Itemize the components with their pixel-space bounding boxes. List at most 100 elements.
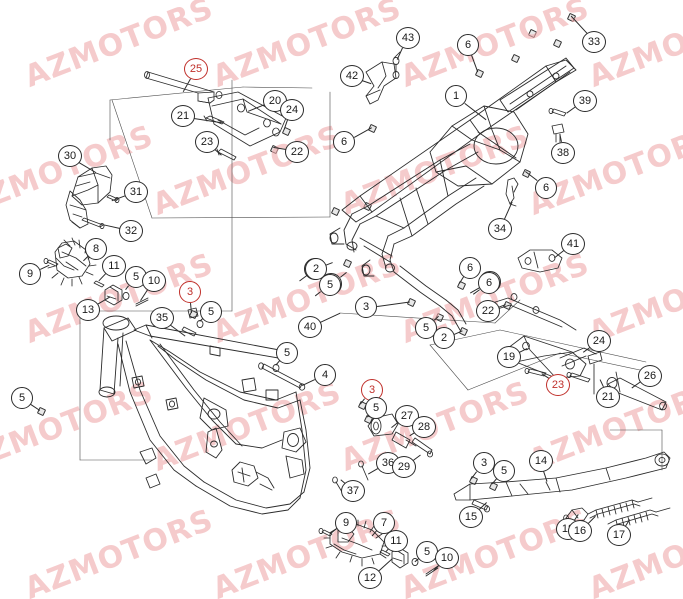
callout-43[interactable]: 43 bbox=[396, 27, 420, 49]
part-19-linkage-arm bbox=[507, 335, 597, 379]
callout-5[interactable]: 5 bbox=[415, 317, 437, 339]
callout-leader-line bbox=[473, 288, 481, 294]
callout-5[interactable]: 5 bbox=[365, 397, 387, 419]
callout-4[interactable]: 4 bbox=[314, 364, 336, 386]
part-10-cotter-pin bbox=[135, 297, 149, 307]
callout-11[interactable]: 11 bbox=[384, 530, 408, 552]
callout-30[interactable]: 30 bbox=[58, 145, 82, 167]
callout-leader-line bbox=[103, 224, 121, 229]
part-5-washer-c bbox=[272, 363, 280, 373]
callout-leader-line bbox=[504, 202, 513, 220]
callout-14[interactable]: 14 bbox=[529, 450, 553, 472]
callout-7[interactable]: 7 bbox=[373, 512, 395, 534]
callout-21[interactable]: 21 bbox=[596, 386, 620, 408]
callout-37[interactable]: 37 bbox=[341, 480, 365, 502]
callout-5[interactable]: 5 bbox=[416, 541, 438, 563]
callout-9[interactable]: 9 bbox=[335, 512, 357, 534]
callout-6[interactable]: 6 bbox=[478, 272, 500, 294]
callout-leader-line bbox=[353, 127, 372, 138]
callout-leader-line bbox=[378, 558, 393, 572]
callout-17[interactable]: 17 bbox=[607, 524, 631, 546]
callout-10[interactable]: 10 bbox=[435, 547, 459, 569]
callout-23[interactable]: 23 bbox=[195, 131, 219, 153]
callout-5[interactable]: 5 bbox=[200, 301, 222, 323]
part-5-washer-d bbox=[196, 319, 204, 329]
callout-5[interactable]: 5 bbox=[125, 266, 147, 288]
part-16-spring bbox=[587, 497, 653, 519]
callout-3[interactable]: 3 bbox=[179, 281, 201, 303]
callout-13[interactable]: 13 bbox=[76, 299, 100, 321]
callout-5[interactable]: 5 bbox=[493, 460, 515, 482]
callout-32[interactable]: 32 bbox=[119, 220, 143, 242]
callout-24[interactable]: 24 bbox=[280, 99, 304, 121]
callout-leader-line bbox=[301, 378, 316, 386]
callout-5[interactable]: 5 bbox=[11, 387, 33, 409]
callout-11[interactable]: 11 bbox=[102, 255, 126, 277]
callout-10[interactable]: 10 bbox=[142, 270, 166, 292]
callout-leader-line bbox=[319, 313, 341, 324]
callout-leader-line bbox=[543, 471, 548, 483]
callout-12[interactable]: 12 bbox=[358, 567, 382, 589]
callout-leader-line bbox=[39, 264, 50, 271]
callout-22[interactable]: 22 bbox=[476, 300, 500, 322]
callout-5[interactable]: 5 bbox=[276, 342, 298, 364]
callout-2[interactable]: 2 bbox=[305, 258, 327, 280]
callout-2[interactable]: 2 bbox=[433, 327, 455, 349]
part-31-bolt bbox=[106, 194, 120, 204]
callout-16[interactable]: 16 bbox=[568, 520, 592, 542]
callout-15[interactable]: 15 bbox=[459, 506, 483, 528]
callout-26[interactable]: 26 bbox=[638, 365, 662, 387]
callout-leader-line bbox=[558, 133, 562, 143]
callout-34[interactable]: 34 bbox=[488, 218, 512, 240]
callout-leader-line bbox=[471, 471, 478, 479]
group-box-sidestand bbox=[609, 429, 663, 471]
callout-25[interactable]: 25 bbox=[184, 58, 208, 80]
callout-5[interactable]: 5 bbox=[319, 274, 341, 296]
callout-35[interactable]: 35 bbox=[150, 307, 174, 329]
callout-39[interactable]: 39 bbox=[573, 90, 597, 112]
callout-leader-line bbox=[569, 15, 588, 34]
callout-leader-line bbox=[193, 117, 222, 123]
callout-3[interactable]: 3 bbox=[473, 452, 495, 474]
callout-leader-line bbox=[329, 527, 337, 533]
callout-6[interactable]: 6 bbox=[535, 177, 557, 199]
callout-31[interactable]: 31 bbox=[124, 181, 148, 203]
callout-leader-line bbox=[362, 79, 372, 84]
callout-leader-line bbox=[78, 161, 97, 173]
callout-leader-line bbox=[470, 55, 478, 73]
callout-6[interactable]: 6 bbox=[457, 34, 479, 56]
callout-leader-line bbox=[339, 272, 347, 278]
callout-23[interactable]: 23 bbox=[546, 374, 570, 396]
callout-6[interactable]: 6 bbox=[459, 257, 481, 279]
callout-21[interactable]: 21 bbox=[171, 105, 195, 127]
callout-leader-line bbox=[140, 289, 148, 301]
callout-9[interactable]: 9 bbox=[19, 263, 41, 285]
callout-leader-line bbox=[459, 276, 465, 284]
callout-leader-line bbox=[170, 324, 185, 336]
callout-1[interactable]: 1 bbox=[445, 85, 467, 107]
part-30-chain-slider bbox=[71, 165, 113, 206]
callout-28[interactable]: 28 bbox=[412, 416, 436, 438]
callout-3[interactable]: 3 bbox=[355, 296, 377, 318]
callout-leader-line bbox=[397, 47, 404, 60]
callout-24[interactable]: 24 bbox=[587, 330, 611, 352]
callout-38[interactable]: 38 bbox=[551, 142, 575, 164]
part-41-bracket bbox=[517, 249, 563, 273]
part-36-bolt bbox=[358, 460, 369, 481]
callout-19[interactable]: 19 bbox=[497, 346, 521, 368]
callout-leader-line bbox=[97, 296, 111, 306]
callout-8[interactable]: 8 bbox=[85, 238, 107, 260]
callout-6[interactable]: 6 bbox=[333, 131, 355, 153]
callout-29[interactable]: 29 bbox=[392, 456, 416, 478]
callout-22[interactable]: 22 bbox=[285, 141, 309, 163]
callout-40[interactable]: 40 bbox=[298, 316, 322, 338]
callout-42[interactable]: 42 bbox=[340, 65, 364, 87]
part-5-washer-a bbox=[122, 291, 130, 301]
part-10-cotter-right bbox=[425, 565, 439, 577]
callout-41[interactable]: 41 bbox=[561, 233, 585, 255]
callout-leader-line bbox=[182, 78, 191, 92]
callout-leader-line bbox=[247, 104, 265, 112]
callout-33[interactable]: 33 bbox=[582, 31, 606, 53]
callout-leader-line bbox=[284, 120, 289, 130]
